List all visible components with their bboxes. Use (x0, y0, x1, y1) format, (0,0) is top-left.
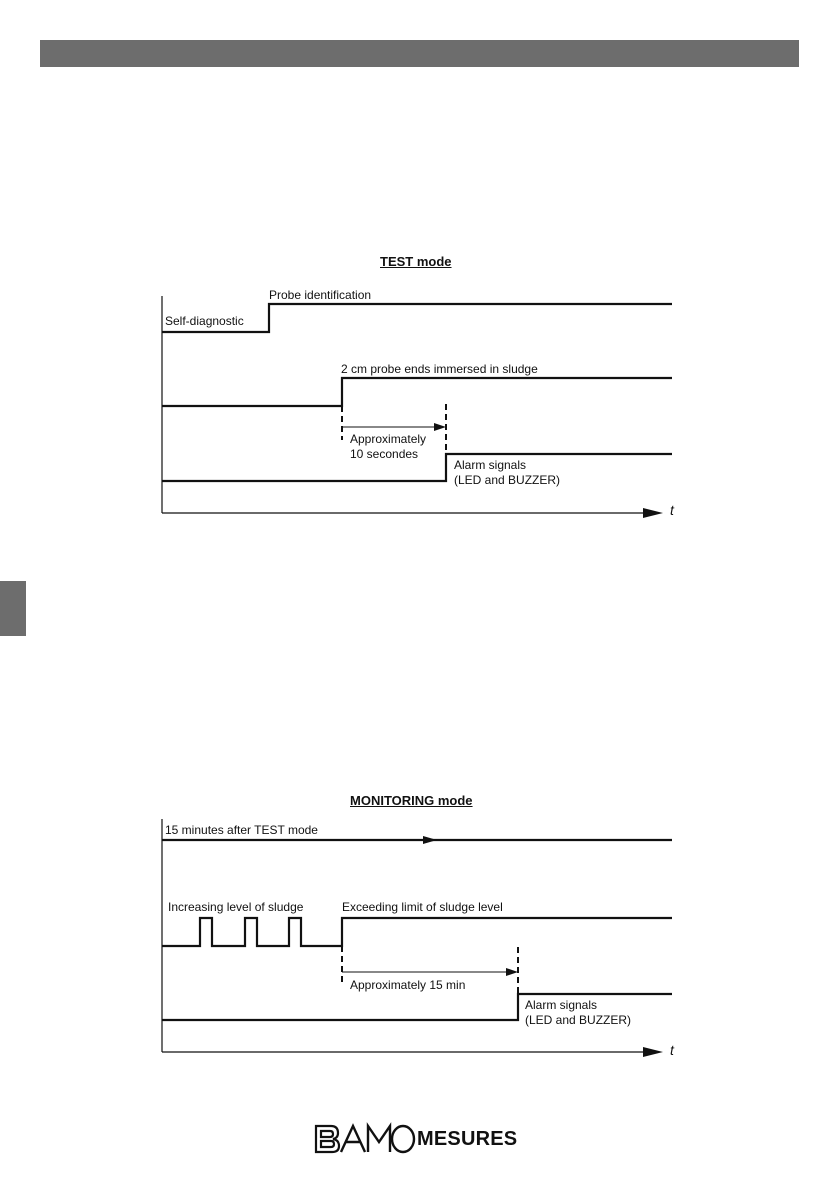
bamo-logo-mark (314, 1122, 416, 1154)
header-bar (40, 40, 799, 67)
monitoring-time-axis-arrow (643, 1047, 663, 1057)
test-delay-arrowhead (434, 423, 446, 431)
test-time-axis-arrow (643, 508, 663, 518)
test-signal-probe-identification (162, 302, 672, 334)
test-mode-title: TEST mode (380, 254, 452, 269)
probe-immersed-label: 2 cm probe ends immersed in sludge (341, 362, 538, 376)
test-alarm-label-1: Alarm signals (454, 458, 526, 472)
after-test-arrowhead (423, 836, 437, 844)
bamo-mesures-logo: MESURES (313, 1122, 543, 1156)
after-test-label: 15 minutes after TEST mode (165, 823, 318, 837)
monitoring-alarm-label-2: (LED and BUZZER) (525, 1013, 631, 1027)
self-diagnostic-label: Self-diagnostic (165, 314, 244, 328)
test-axis-label: t (670, 502, 675, 518)
increasing-level-label: Increasing level of sludge (168, 900, 304, 914)
test-signal-alarm (162, 452, 672, 483)
monitoring-mode-title: MONITORING mode (350, 793, 473, 808)
monitoring-axis-label: t (670, 1042, 675, 1058)
test-alarm-label-2: (LED and BUZZER) (454, 473, 560, 487)
monitoring-delay-label: Approximately 15 min (350, 978, 465, 992)
probe-identification-label: Probe identification (269, 288, 371, 302)
side-tab (0, 581, 26, 636)
monitoring-delay-arrowhead (506, 968, 518, 976)
test-mode-diagram: t Self-diagnostic Probe identification 2… (161, 288, 675, 518)
monitoring-mode-diagram: t 15 minutes after TEST mode Increasing … (161, 819, 675, 1058)
test-signal-immersed (162, 376, 672, 408)
monitoring-signal-alarm (162, 992, 672, 1022)
logo-word-mesures: MESURES (417, 1128, 518, 1150)
exceeding-limit-label: Exceeding limit of sludge level (342, 900, 503, 914)
monitoring-signal-sludge-level (162, 916, 672, 948)
monitoring-alarm-label-1: Alarm signals (525, 998, 597, 1012)
test-delay-label-1: Approximately (350, 432, 426, 446)
test-delay-label-2: 10 secondes (350, 447, 418, 461)
